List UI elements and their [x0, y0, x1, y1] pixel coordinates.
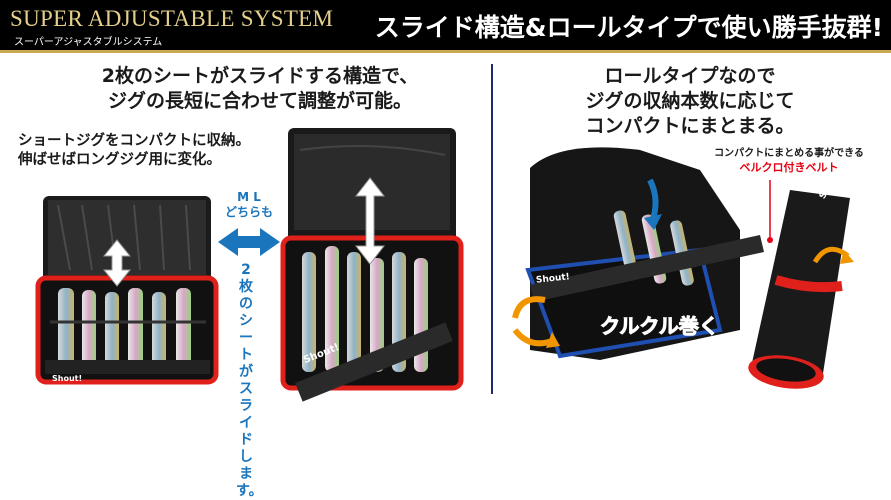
belt-note-line-1: コンパクトにまとめる事ができる	[714, 148, 864, 159]
header-tagline: スライド構造&ロールタイプで使い勝手抜群!	[374, 13, 883, 42]
left-note-line-2: 伸ばせばロングジグ用に変化。	[18, 152, 221, 168]
brand-logo-short: Shout!	[52, 374, 83, 383]
gold-divider-line	[0, 50, 891, 53]
right-headline-line-2: ジグの収納本数に応じて	[585, 90, 795, 112]
left-note-line-1: ショートジグをコンパクトに収納。	[18, 133, 250, 149]
rolled-case-image	[512, 147, 854, 389]
left-headline-line-2: ジグの長短に合わせて調整が可能。	[107, 90, 412, 112]
size-label: M L どちらも	[210, 190, 288, 220]
header-banner: SUPER ADJUSTABLE SYSTEM スーパーアジャスタブルシステム …	[0, 0, 891, 50]
product-illustration	[35, 128, 854, 402]
belt-note: コンパクトにまとめる事ができる ベルクロ付きベルト	[694, 147, 884, 175]
slide-description: 2枚のシートがスライドします。	[236, 262, 263, 499]
header-subtitle: スーパーアジャスタブルシステム	[14, 37, 163, 48]
roll-label: クルクル巻く	[600, 314, 720, 339]
double-arrow-icon	[218, 228, 280, 256]
right-headline-line-3: コンパクトにまとまる。	[585, 115, 795, 137]
short-case-image	[35, 196, 219, 385]
size-label-line-2: どちらも	[224, 205, 273, 219]
left-note: ショートジグをコンパクトに収納。 伸ばせばロングジグ用に変化。	[18, 132, 250, 170]
center-divider	[491, 64, 493, 394]
header-title: SUPER ADJUSTABLE SYSTEM	[10, 6, 334, 31]
left-headline-line-1: 2枚のシートがスライドする構造で、	[101, 65, 419, 87]
left-headline: 2枚のシートがスライドする構造で、 ジグの長短に合わせて調整が可能。	[60, 64, 460, 114]
right-headline: ロールタイプなので ジグの収納本数に応じて コンパクトにまとまる。	[500, 64, 880, 139]
long-case-image	[280, 128, 464, 402]
belt-note-line-2: ベルクロ付きベルト	[739, 161, 839, 174]
size-label-line-1: M L	[237, 190, 261, 204]
right-headline-line-1: ロールタイプなので	[604, 65, 776, 87]
